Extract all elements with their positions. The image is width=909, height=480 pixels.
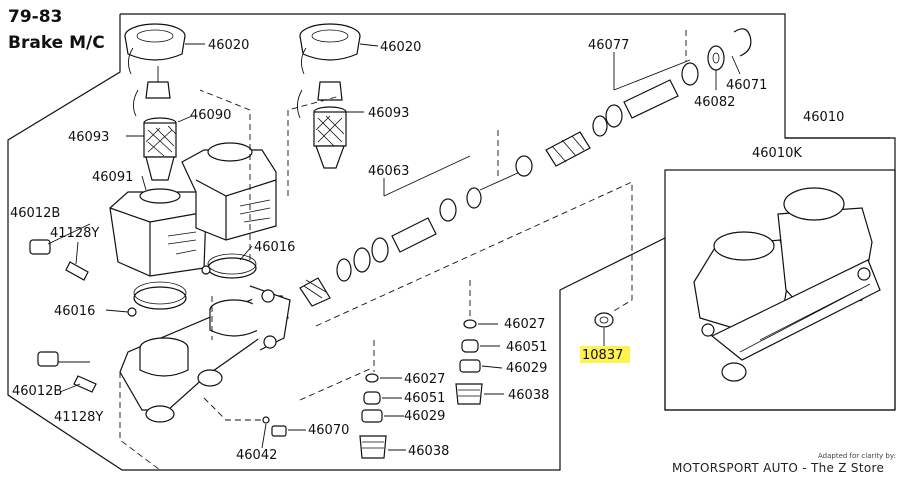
label-46091: 46091 [92,170,133,185]
clamp-lower [127,281,187,317]
label-46012B-upper: 46012B [10,206,60,221]
label-46077: 46077 [588,38,629,53]
main-frame [120,13,890,139]
part-10837-highlighted [594,312,614,346]
valve-stack-lower [359,373,387,459]
valve-stack-upper [455,319,483,405]
credit-caption: Adapted for clarity by: [818,452,896,460]
label-41128Y-lower: 41128Y [54,410,103,425]
strainer-right [313,106,347,169]
reservoir-rear [181,142,277,241]
label-46010K: 46010K [752,146,802,161]
label-46012B-lower: 46012B [12,384,62,399]
label-10837: 10837 [582,348,623,363]
label-46027-lower: 46027 [404,372,445,387]
highlight-box-10837 [580,346,630,363]
piston-assembly-46063 [299,171,521,307]
label-46027-upper: 46027 [504,317,545,332]
cap-left [124,23,186,75]
label-46020-left: 46020 [208,38,249,53]
label-46029-lower: 46029 [404,409,445,424]
label-46010: 46010 [803,110,844,125]
clamp-upper [201,253,257,279]
label-46071: 46071 [726,78,767,93]
diagram-year-title: 79-83 [8,7,62,27]
diagram-title: Brake M/C [8,33,105,53]
label-46016-lower: 46016 [54,304,95,319]
kit-assembly-illustration [693,187,881,382]
bleeder-46070 [262,416,287,437]
label-46051-upper: 46051 [506,340,547,355]
leader-lines [47,43,741,451]
float-right [297,81,343,119]
kit-outer-frame [785,137,896,410]
label-46090: 46090 [190,108,231,123]
label-46051-lower: 46051 [404,391,445,406]
reservoir-front [109,188,207,277]
piston-assembly-46077 [515,28,752,177]
label-46093-right: 46093 [368,106,409,121]
credit-source: MOTORSPORT AUTO - The Z Store [672,461,884,475]
fitting-upper-left [29,239,89,281]
label-46038-upper: 46038 [508,388,549,403]
label-46020-right: 46020 [380,40,421,55]
label-46082: 46082 [694,95,735,110]
label-46093-left: 46093 [68,130,109,145]
strainer-left [143,117,177,181]
label-46042: 46042 [236,448,277,463]
label-46063: 46063 [368,164,409,179]
label-46029-upper: 46029 [506,361,547,376]
label-41128Y-upper: 41128Y [50,226,99,241]
label-46016-upper: 46016 [254,240,295,255]
master-cylinder-body [119,285,291,423]
cap-right [299,23,361,75]
float-left [133,66,171,117]
label-46038-lower: 46038 [408,444,449,459]
dashed-reference-lines [119,30,687,471]
fitting-lower-left [37,351,97,393]
label-46070: 46070 [308,423,349,438]
